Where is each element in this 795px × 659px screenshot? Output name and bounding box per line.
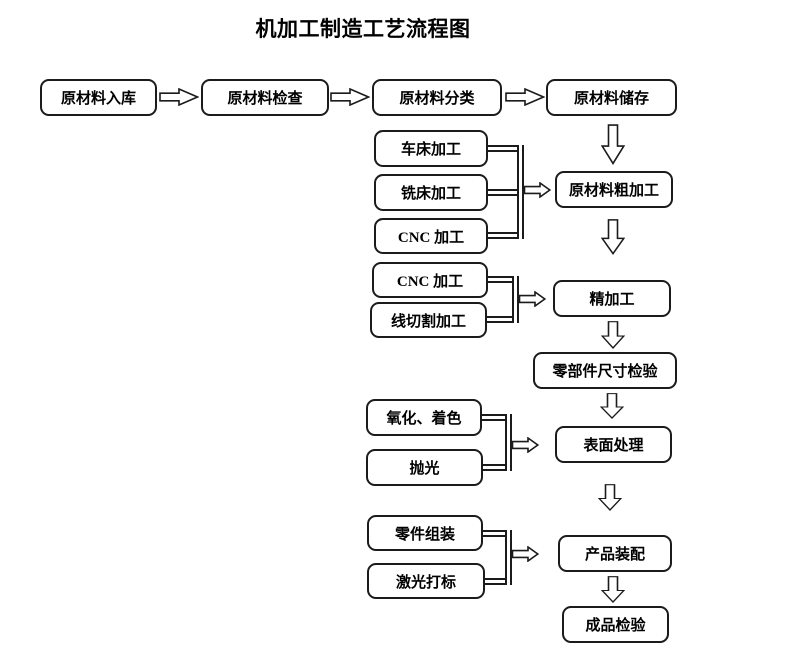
arrow-right-icon [330,88,370,106]
arrow-down-icon [601,321,625,349]
page-title: 机加工制造工艺流程图 [255,17,471,41]
connector-line [482,530,508,537]
arrow-right-icon [159,88,199,106]
node-part-dimension-inspection: 零部件尺寸检验 [533,352,677,389]
arrow-right-icon [505,88,545,106]
node-milling-machining: 铣床加工 [374,174,488,211]
node-parts-assembly: 零件组装 [367,515,483,551]
arrow-down-icon [600,393,624,419]
node-lathe-machining: 车床加工 [374,130,488,167]
arrow-right-icon [519,291,546,307]
node-raw-material-rough-machining: 原材料粗加工 [555,171,673,208]
arrow-down-icon [598,484,622,511]
node-surface-treatment: 表面处理 [555,426,672,463]
arrow-right-icon [524,182,551,198]
connector-line [505,414,512,471]
node-cnc-machining-2: CNC 加工 [372,262,488,298]
connector-line [512,276,519,323]
connector-line [487,189,520,196]
arrow-right-icon [512,437,539,453]
connector-line [487,276,515,283]
node-raw-material-inspection: 原材料检查 [201,79,329,116]
node-finish-machining: 精加工 [553,280,671,317]
node-polishing: 抛光 [366,449,483,486]
arrow-down-icon [601,576,625,603]
node-wire-cutting-machining: 线切割加工 [370,302,487,338]
node-oxidation-coloring: 氧化、着色 [366,399,482,436]
connector-line [505,530,512,585]
node-raw-material-storage: 原材料储存 [546,79,677,116]
node-raw-material-inbound: 原材料入库 [40,79,157,116]
node-cnc-machining-1: CNC 加工 [374,218,488,254]
connector-line [517,145,524,239]
node-product-assembly: 产品装配 [558,535,672,572]
arrow-down-icon [601,124,625,165]
node-finished-product-inspection: 成品检验 [562,606,669,643]
connector-line [482,464,508,471]
node-laser-marking: 激光打标 [367,563,485,599]
connector-line [487,232,520,239]
connector-line [487,145,520,152]
connector-line [484,578,508,585]
connector-line [486,316,515,323]
arrow-down-icon [601,219,625,255]
arrow-right-icon [512,546,539,562]
node-raw-material-classification: 原材料分类 [372,79,502,116]
connector-line [481,414,508,421]
